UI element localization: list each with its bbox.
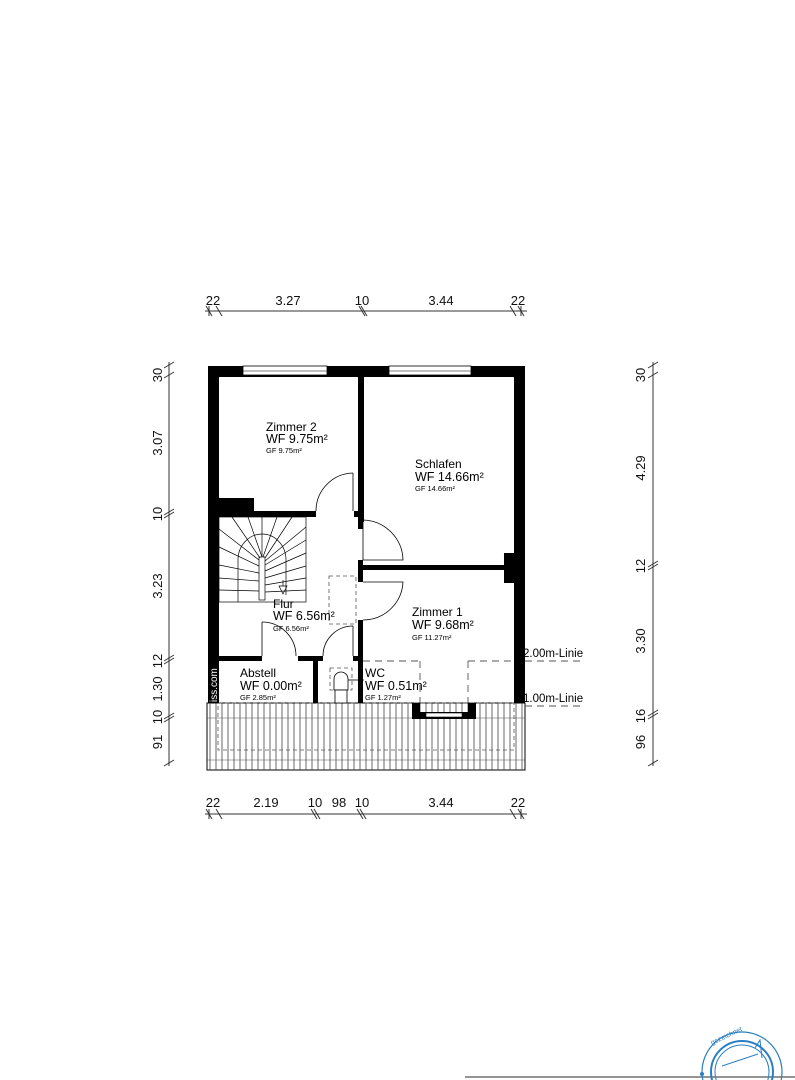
dim-left-2: 10	[150, 507, 165, 521]
room-abstell: Abstell WF 0.00m² GF 2.85m²	[240, 666, 302, 702]
room-wf: WF 9.68m²	[412, 618, 474, 632]
room-name: Flur	[273, 597, 294, 611]
dim-left-7: 91	[150, 735, 165, 749]
dim-right-2: 12	[633, 559, 648, 573]
line-1m-label: 1.00m-Linie	[523, 693, 583, 705]
room-gf: GF 9.75m²	[266, 446, 302, 455]
dimension-right	[647, 361, 659, 767]
room-zimmer-2: Zimmer 2 WF 9.75m² GF 9.75m²	[266, 420, 328, 455]
dim-left-labels: 30 3.07 10 3.23 12 1.30 10 91	[150, 368, 165, 749]
room-name: Schlafen	[415, 457, 462, 471]
room-wf: WF 9.75m²	[266, 432, 328, 446]
dimension-bottom	[205, 808, 527, 820]
stamp-icon	[700, 1031, 783, 1080]
room-name: Abstell	[240, 666, 276, 680]
dim-left-4: 12	[150, 654, 165, 668]
room-wf: WF 0.51m²	[365, 679, 427, 693]
dim-right-0: 30	[633, 368, 648, 382]
room-gf: GF 2.85m²	[240, 693, 276, 702]
dim-left-5: 1.30	[150, 676, 165, 701]
staircase	[218, 516, 307, 603]
dashed-fixtures	[328, 575, 357, 691]
room-gf: GF 14.66m²	[415, 484, 456, 493]
dim-bottom-1: 2.19	[253, 795, 278, 810]
dim-left-0: 30	[150, 368, 165, 382]
doors	[261, 472, 404, 661]
room-schlafen: Schlafen WF 14.66m² GF 14.66m²	[415, 457, 484, 493]
toilet-icon	[333, 671, 364, 704]
room-wf: WF 6.56m²	[273, 609, 335, 623]
room-zimmer-1: Zimmer 1 WF 9.68m² GF 11.27m²	[412, 605, 474, 642]
dim-left-1: 3.07	[150, 430, 165, 455]
dim-right-5: 96	[633, 735, 648, 749]
room-name: Zimmer 1	[412, 605, 463, 619]
dim-bottom-4: 10	[355, 795, 369, 810]
dim-top-1: 3.27	[275, 293, 300, 308]
dimension-top	[205, 305, 527, 317]
dim-left-6: 10	[150, 710, 165, 724]
dim-top-0: 22	[206, 293, 220, 308]
room-name: Zimmer 2	[266, 420, 317, 434]
dim-right-3: 3.30	[633, 628, 648, 653]
dim-left-3: 3.23	[150, 573, 165, 598]
height-lines	[363, 660, 585, 707]
dim-top-3: 3.44	[428, 293, 453, 308]
dim-top-4: 22	[511, 293, 525, 308]
room-flur: Flur WF 6.56m² GF 6.56m²	[273, 597, 335, 633]
dim-bottom-5: 3.44	[428, 795, 453, 810]
room-wc: WC WF 0.51m² GF 1.27m²	[365, 666, 427, 702]
windows	[242, 365, 472, 718]
room-gf: GF 11.27m²	[412, 633, 452, 642]
dim-bottom-3: 98	[332, 795, 346, 810]
room-wf: WF 14.66m²	[415, 470, 484, 484]
dim-top-2: 10	[355, 293, 369, 308]
balcony-deck	[206, 702, 526, 771]
dim-bottom-6: 22	[511, 795, 525, 810]
dim-right-1: 4.29	[633, 455, 648, 480]
dim-right-4: 16	[633, 709, 648, 723]
dimension-left	[163, 361, 175, 767]
watermark-text: iss.com	[209, 668, 220, 702]
room-name: WC	[365, 666, 385, 680]
room-gf: GF 1.27m²	[365, 693, 401, 702]
dim-bottom-2: 10	[308, 795, 322, 810]
roof-slope-lines	[218, 368, 519, 566]
line-2m-label: 2.00m-Linie	[523, 648, 583, 660]
dim-right-labels: 30 4.29 12 3.30 16 96	[633, 368, 648, 749]
dim-bottom-0: 22	[206, 795, 220, 810]
room-wf: WF 0.00m²	[240, 679, 302, 693]
room-gf: GF 6.56m²	[273, 624, 309, 633]
